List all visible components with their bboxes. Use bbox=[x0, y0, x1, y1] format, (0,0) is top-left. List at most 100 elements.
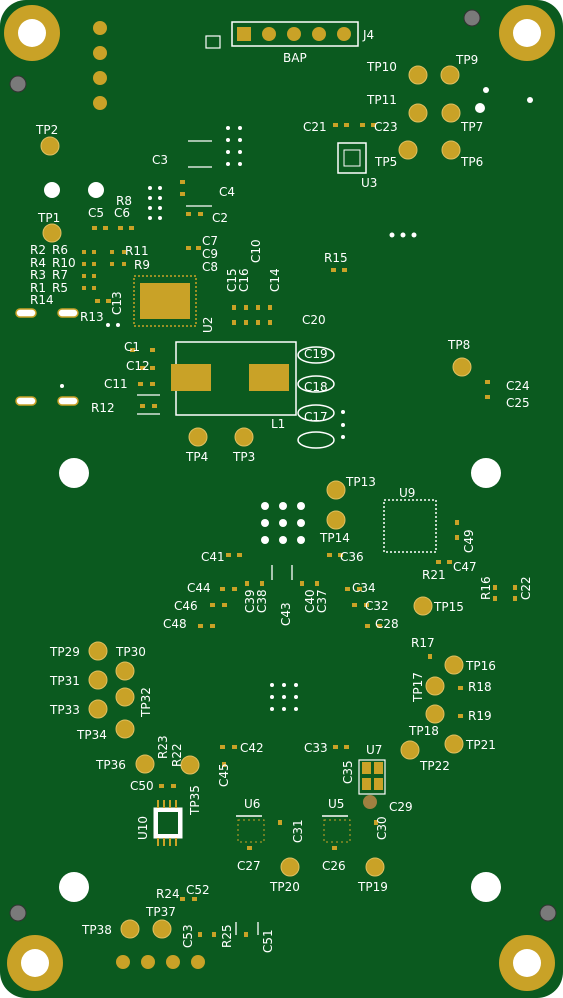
label-r15: R15 bbox=[324, 251, 348, 265]
label-c45: C45 bbox=[217, 763, 231, 787]
npth-hole bbox=[471, 872, 501, 902]
label-c14: C14 bbox=[268, 268, 282, 292]
tp6-pad bbox=[441, 140, 461, 160]
label-c24: C24 bbox=[506, 379, 530, 393]
label-tp6: TP6 bbox=[460, 155, 483, 169]
label-c26: C26 bbox=[322, 859, 346, 873]
label-c8: C8 bbox=[202, 260, 218, 274]
pad-row-bottom bbox=[116, 955, 205, 969]
tp15-pad bbox=[413, 596, 433, 616]
tp7-pad bbox=[441, 103, 461, 123]
tp3-pad bbox=[234, 427, 254, 447]
label-tp1: TP1 bbox=[37, 211, 60, 225]
label-u7: U7 bbox=[366, 743, 382, 757]
label-c13: C13 bbox=[110, 291, 124, 315]
label-tp30: TP30 bbox=[115, 645, 146, 659]
label-l1: L1 bbox=[271, 417, 285, 431]
tp30-pad bbox=[115, 661, 135, 681]
tp17-pad bbox=[425, 676, 445, 696]
label-c5: C5 bbox=[88, 206, 104, 220]
label-c16: C16 bbox=[237, 268, 251, 292]
label-r1: R1 bbox=[30, 281, 46, 295]
tp16-pad bbox=[444, 655, 464, 675]
ic-u2 bbox=[133, 275, 197, 327]
label-r24: R24 bbox=[156, 887, 180, 901]
inductor-l1 bbox=[171, 341, 297, 416]
label-c39: C39 bbox=[243, 589, 257, 613]
label-c3: C3 bbox=[152, 153, 168, 167]
label-u9: U9 bbox=[399, 486, 415, 500]
label-tp19: TP19 bbox=[357, 880, 388, 894]
label-c30: C30 bbox=[375, 816, 389, 840]
label-c49: C49 bbox=[462, 529, 476, 553]
label-c50: C50 bbox=[130, 779, 154, 793]
label-c11: C11 bbox=[104, 377, 128, 391]
label-r21: R21 bbox=[422, 568, 446, 582]
label-c20: C20 bbox=[302, 313, 326, 327]
tp32-pad bbox=[115, 687, 135, 707]
label-tp18: TP18 bbox=[408, 724, 439, 738]
label-u2: U2 bbox=[201, 317, 215, 333]
tp9-pad bbox=[440, 65, 460, 85]
ic-u10 bbox=[153, 800, 183, 846]
tp38-pad bbox=[120, 919, 140, 939]
mounting-hole-top-left bbox=[4, 5, 60, 61]
label-r18: R18 bbox=[468, 680, 492, 694]
label-c15: C15 bbox=[225, 268, 239, 292]
label-c43: C43 bbox=[279, 602, 293, 626]
tp21-pad bbox=[444, 734, 464, 754]
label-c21: C21 bbox=[303, 120, 327, 134]
tp19-pad bbox=[365, 857, 385, 877]
label-tp5: TP5 bbox=[374, 155, 397, 169]
label-c10: C10 bbox=[249, 239, 263, 263]
label-c6: C6 bbox=[114, 206, 130, 220]
label-tp32: TP32 bbox=[139, 687, 153, 718]
label-tp10: TP10 bbox=[366, 60, 397, 74]
tp36-pad bbox=[135, 754, 155, 774]
label-c53: C53 bbox=[181, 924, 195, 948]
ic-u5 bbox=[322, 815, 351, 843]
npth-holes bbox=[44, 182, 501, 902]
label-r14: R14 bbox=[30, 293, 54, 307]
tp34-pad bbox=[115, 719, 135, 739]
label-r5: R5 bbox=[52, 281, 68, 295]
tp10-pad bbox=[408, 65, 428, 85]
silkscreen-marks bbox=[137, 140, 293, 935]
label-c22: C22 bbox=[519, 576, 533, 600]
label-c31: C31 bbox=[291, 819, 305, 843]
label-r4: R4 bbox=[30, 256, 46, 270]
label-r17: R17 bbox=[411, 636, 435, 650]
label-c27: C27 bbox=[237, 859, 261, 873]
label-c46: C46 bbox=[174, 599, 198, 613]
label-r25: R25 bbox=[220, 924, 234, 948]
label-r6: R6 bbox=[52, 243, 68, 257]
tp11-pad bbox=[408, 103, 428, 123]
label-tp15: TP15 bbox=[433, 600, 464, 614]
label-u3: U3 bbox=[361, 176, 377, 190]
label-r8: R8 bbox=[116, 194, 132, 208]
label-tp35: TP35 bbox=[188, 785, 202, 816]
fiducials bbox=[9, 9, 557, 922]
tp29-pad bbox=[88, 641, 108, 661]
tp20-pad bbox=[280, 857, 300, 877]
label-c34: C34 bbox=[352, 581, 376, 595]
label-r3: R3 bbox=[30, 268, 46, 282]
crystal-u7 bbox=[358, 759, 386, 809]
label-r2: R2 bbox=[30, 243, 46, 257]
label-r13: R13 bbox=[80, 310, 104, 324]
npth-hole bbox=[471, 458, 501, 488]
label-tp2: TP2 bbox=[35, 123, 58, 137]
ic-u3 bbox=[337, 142, 367, 174]
tp8-pad bbox=[452, 357, 472, 377]
label-j4: J4 bbox=[362, 28, 374, 42]
ic-u6 bbox=[236, 815, 265, 843]
label-c25: C25 bbox=[506, 396, 530, 410]
label-c4: C4 bbox=[219, 185, 235, 199]
label-tp31: TP31 bbox=[49, 674, 80, 688]
tp4-pad bbox=[188, 427, 208, 447]
label-c44: C44 bbox=[187, 581, 211, 595]
label-tp21: TP21 bbox=[465, 738, 496, 752]
label-tp34: TP34 bbox=[76, 728, 107, 742]
